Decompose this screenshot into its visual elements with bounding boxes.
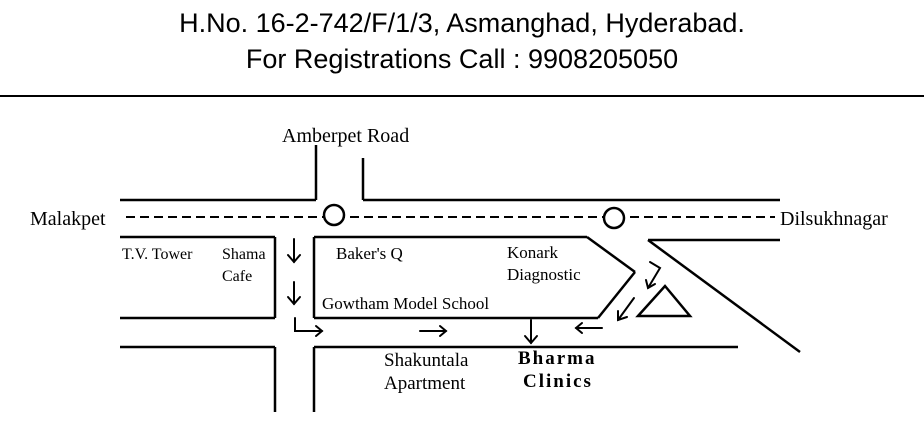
address-line: H.No. 16-2-742/F/1/3, Asmanghad, Hyderab… — [179, 8, 745, 38]
arrow-down-icon — [524, 319, 538, 345]
bakers-q-label: Baker's Q — [336, 244, 403, 263]
arrow-right-icon — [419, 325, 448, 337]
central-block-diagonal-1 — [586, 235, 636, 274]
malakpet-label: Malakpet — [30, 208, 106, 230]
diagonal-road-right — [647, 238, 801, 354]
direction-arrows — [287, 238, 662, 345]
triangle-landmark-icon — [635, 284, 693, 318]
dilsukhnagar-label: Dilsukhnagar — [780, 208, 888, 230]
destination-label-line2: Clinics — [523, 371, 593, 392]
gowtham-school-label: Gowtham Model School — [322, 294, 489, 313]
junction-circle-konark — [602, 206, 626, 230]
arrow-down-icon — [287, 238, 301, 264]
shakuntala-label-line2: Apartment — [384, 373, 466, 394]
tv-tower-label: T.V. Tower — [122, 246, 193, 263]
arrow-turn-right-icon — [294, 317, 324, 337]
header-divider — [0, 95, 924, 97]
central-block-diagonal-2 — [597, 271, 636, 319]
shakuntala-label-line1: Shakuntala — [384, 350, 469, 371]
header: H.No. 16-2-742/F/1/3, Asmanghad, Hyderab… — [0, 0, 924, 94]
shama-cafe-label-line1: Shama — [222, 246, 266, 263]
destination-label-line1: Bharma — [518, 348, 597, 369]
konark-diagnostic-label-line1: Konark — [507, 243, 558, 262]
road-lines — [120, 145, 801, 412]
konark-diagnostic-label-line2: Diagnostic — [507, 265, 581, 284]
amberpet-road-label: Amberpet Road — [282, 125, 409, 147]
arrow-left-icon — [574, 322, 603, 334]
junction-circle-amberpet — [322, 203, 346, 227]
arrow-down-left-icon — [617, 297, 635, 322]
shama-cafe-label-line2: Cafe — [222, 268, 252, 285]
arrow-turn-down-icon — [645, 261, 662, 290]
arrow-down-icon — [287, 281, 301, 306]
phone-line: For Registrations Call : 9908205050 — [245, 44, 679, 74]
